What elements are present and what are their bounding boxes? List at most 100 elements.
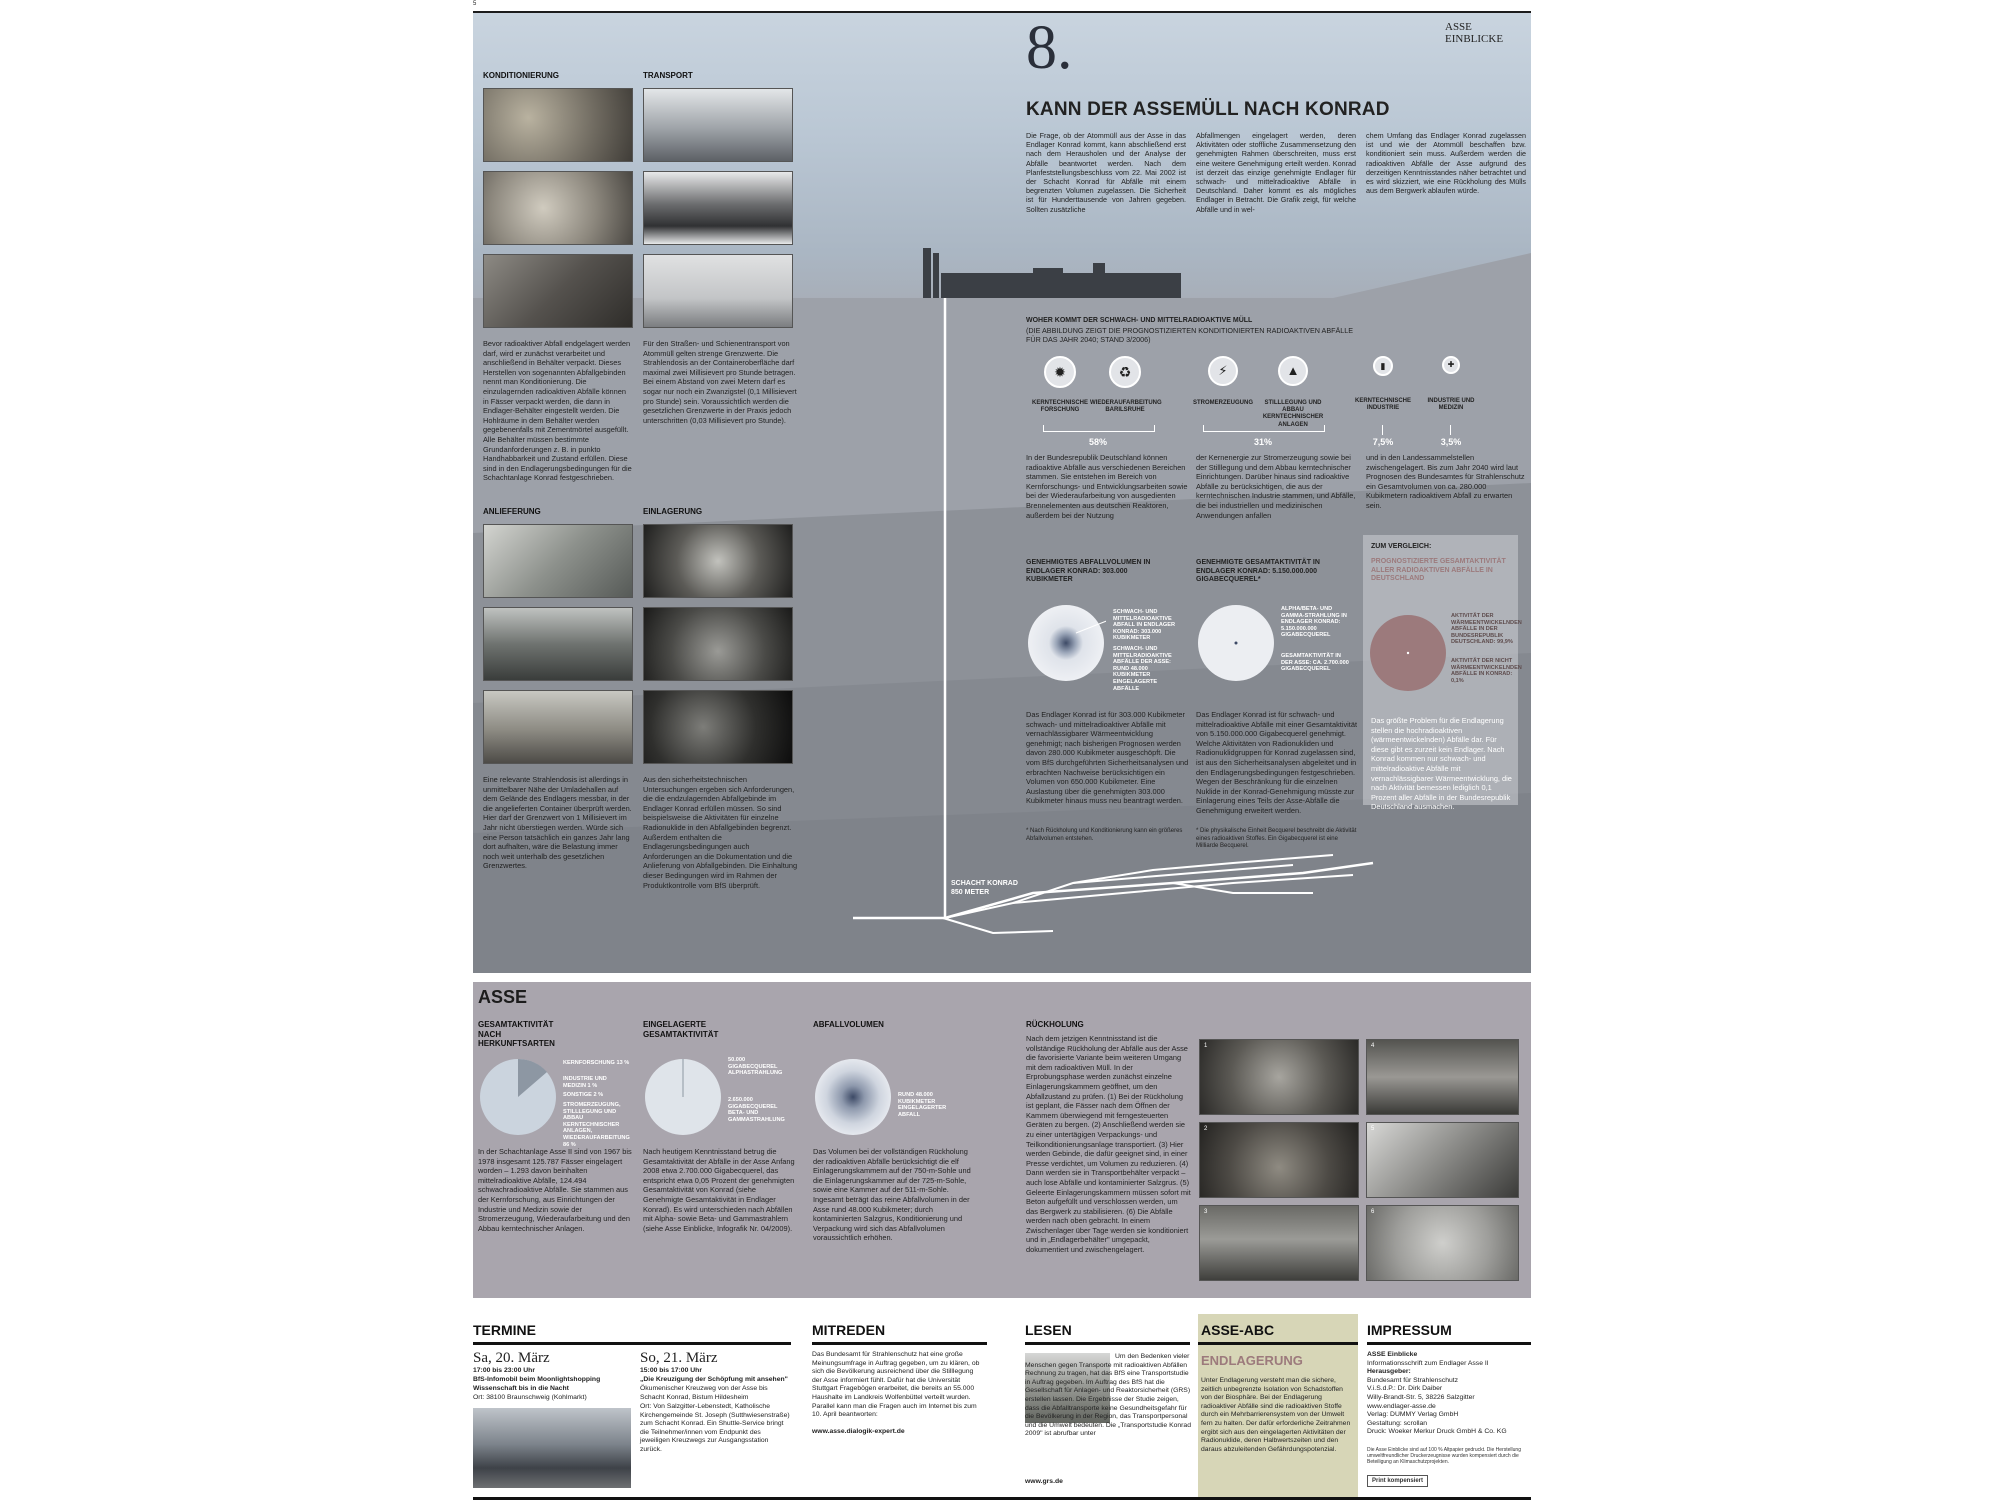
asse-title: ASSE <box>478 987 528 1007</box>
print-compensated-label: Print kompensiert <box>1372 1478 1424 1484</box>
photo-infomobil <box>473 1408 631 1488</box>
photo-number-2: 2 <box>1204 1126 1208 1132</box>
category-6: ✚ INDUSTRIE UND MEDIZIN <box>1421 356 1481 412</box>
activity-footnote: * Die physikalische Einheit Becquerel be… <box>1196 828 1357 849</box>
text-transport: Für den Straßen- und Schienentransport v… <box>643 339 797 425</box>
category-3-label: STROMERZEUGUNG <box>1193 400 1253 406</box>
impressum-note: Die Asse Einblicke sind auf 100 % Altpap… <box>1367 1447 1521 1466</box>
intro-col-3: chem Umfang das Endlager Konrad zugelass… <box>1366 131 1526 196</box>
asse-c1-title: GESAMTAKTIVITÄT NACH HERKUNFTSARTEN <box>478 1020 555 1048</box>
impressum-line-2: Informationsschrift zum Endlager Asse II <box>1367 1359 1489 1367</box>
medicine-icon: ✚ <box>1442 356 1460 374</box>
termine-event-1: BfS-Infomobil beim Moonlightshopping <box>473 1376 601 1383</box>
asse-c3-circle <box>815 1059 891 1135</box>
category-6-label: INDUSTRIE UND MEDIZIN <box>1427 398 1475 412</box>
asse-c1-pie <box>480 1058 556 1135</box>
industry-icon: ▮ <box>1373 356 1393 376</box>
photo-barrels-1 <box>483 88 633 162</box>
asse-c1-label-2: INDUSTRIE UND MEDIZIN 1 % <box>563 1076 607 1089</box>
activity-title: GENEHMIGTE GESAMTAKTIVITÄT IN ENDLAGER K… <box>1196 559 1320 583</box>
intro-col-2: Abfallmengen eingelagert werden, deren A… <box>1196 131 1356 214</box>
asse-c2-label-2: 2.650.000 GIGABECQUEREL BETA- UND GAMMAS… <box>728 1097 785 1123</box>
power-plant-icon: ⚡ <box>1208 356 1238 386</box>
bottom-rule <box>473 1497 1531 1500</box>
asse-c3-text: Das Volumen bei der vollständigen Rückho… <box>813 1147 971 1243</box>
mitreden-rule <box>812 1342 987 1345</box>
konrad-infographic: 8. ASSE EINBLICKE KANN DER ASSEMÜLL NACH… <box>473 13 1531 973</box>
volume-label-1: SCHWACH- UND MITTELRADIOAKTIVE ABFALL IN… <box>1113 609 1176 642</box>
photo-unloading-hall <box>483 607 633 681</box>
photo-barrels-3 <box>483 254 633 328</box>
herkunft-text-3: und in den Landessammelstellen zwischeng… <box>1366 453 1525 510</box>
termine-date-2: So, 21. März <box>640 1350 718 1366</box>
lesen-link[interactable]: www.grs.de <box>1025 1478 1063 1485</box>
comparison-circle <box>1370 615 1446 691</box>
category-5-label: KERNTECHNISCHE INDUSTRIE <box>1354 398 1411 412</box>
termine-date-1: Sa, 20. März <box>473 1350 550 1366</box>
lesen-text: Um den Bedenken vieler Menschen gegen Tr… <box>1025 1353 1191 1438</box>
print-compensated-logo: Print kompensiert <box>1367 1475 1429 1487</box>
volume-circle <box>1028 605 1106 681</box>
mitreden-text: Das Bundesamt für Strahlenschutz hat ein… <box>812 1351 980 1419</box>
activity-text: Das Endlager Konrad ist für schwach- und… <box>1196 710 1358 815</box>
termine-ort-2: Ort: Von Salzgitter-Lebenstedt, Katholis… <box>640 1403 790 1453</box>
asse-c1-text: In der Schachtanlage Asse II sind von 19… <box>478 1147 632 1233</box>
impressum-lines: ASSE Einblicke Informationsschrift zum E… <box>1367 1351 1531 1437</box>
asse-c2-pie <box>645 1059 721 1135</box>
volume-title: GENEHMIGTES ABFALLVOLUMEN IN ENDLAGER KO… <box>1026 559 1151 583</box>
atom-icon: ✹ <box>1044 356 1076 388</box>
termine-rule <box>473 1342 791 1345</box>
comparison-subtitle: PROGNOSTIZIERTE GESAMTAKTIVITÄT ALLER RA… <box>1371 558 1506 582</box>
asse-c3-title: ABFALLVOLUMEN <box>813 1020 884 1029</box>
mitreden-title: MITREDEN <box>812 1322 886 1338</box>
category-1: ✹ KERNTECHNISCHE FORSCHUNG <box>1030 356 1090 414</box>
pct-7-5: 7,5% <box>1372 437 1394 447</box>
label-transport: TRANSPORT <box>643 71 693 80</box>
demolition-icon: ▲ <box>1278 356 1308 386</box>
intro-col-1: Die Frage, ob der Atommüll aus der Asse … <box>1026 131 1186 214</box>
photo-truck-1 <box>643 88 793 162</box>
volume-text: Das Endlager Konrad ist für 303.000 Kubi… <box>1026 710 1189 806</box>
category-4-label: STILLLEGUNG UND ABBAU KERNTECHNISCHER AN… <box>1262 400 1324 428</box>
activity-label-2: GESAMTAKTIVITÄT IN DER ASSE: CA. 2.700.0… <box>1281 653 1349 673</box>
label-einlagerung: EINLAGERUNG <box>643 507 703 516</box>
volume-footnote: * Nach Rückholung und Konditionierung ka… <box>1026 828 1183 842</box>
impressum-line-10: Druck: Woeker Merkur Druck GmbH & Co. KG <box>1367 1428 1507 1436</box>
impressum-line-8: Verlag: DUMMY Verlag GmbH <box>1367 1411 1459 1419</box>
photo-number-3: 3 <box>1204 1209 1208 1215</box>
series-title: ASSE EINBLICKE <box>1445 21 1504 45</box>
top-rule <box>473 11 1531 14</box>
lesen-title: LESEN <box>1025 1322 1072 1338</box>
termine-time-1: 17:00 bis 23:00 Uhr <box>473 1367 535 1374</box>
herkunft-subtitle: (DIE ABBILDUNG ZEIGT DIE PROGNOSTIZIERTE… <box>1026 326 1354 345</box>
termine-event-2: „Die Kreuzigung der Schöpfung mit ansehe… <box>640 1376 788 1383</box>
termine-ort-1: Ort: 38100 Braunschweig (Kohlmarkt) <box>473 1394 587 1401</box>
abc-title: ASSE-ABC <box>1201 1322 1275 1338</box>
pct-3-5: 3,5% <box>1440 437 1462 447</box>
category-2-label: WIEDERAUFARBEITUNG BARILSRUHE <box>1090 400 1162 414</box>
abc-term: ENDLAGERUNG <box>1201 1353 1303 1368</box>
photo-number-5: 5 <box>1371 1126 1375 1132</box>
asse-c2-title: EINGELAGERTE GESAMTAKTIVITÄT <box>643 1020 719 1039</box>
mitreden-link[interactable]: www.asse.dialogik-expert.de <box>812 1428 905 1435</box>
photo-number-1: 1 <box>1204 1043 1208 1049</box>
photo-aerial-site <box>483 524 633 598</box>
termine-sub-1: Wissenschaft bis in die Nacht <box>473 1385 569 1392</box>
photo-transport-study <box>1025 1353 1110 1423</box>
page-number: 5 <box>473 1 477 7</box>
lesen-rule <box>1025 1342 1190 1345</box>
label-konditionierung: KONDITIONIERUNG <box>483 71 559 80</box>
asse-c2-text: Nach heutigem Kenntnisstand betrug die G… <box>643 1147 795 1233</box>
photo-recovery-3: 3 <box>1199 1205 1359 1281</box>
arrow-5 <box>1382 425 1383 435</box>
impressum-line-4: Bundesamt für Strahlenschutz <box>1367 1376 1459 1384</box>
asse-c4-text: Nach dem jetzigen Kenntnisstand ist die … <box>1026 1034 1191 1255</box>
activity-circle <box>1198 605 1274 681</box>
photo-recovery-2: 2 <box>1199 1122 1359 1198</box>
photo-recovery-1: 1 <box>1199 1039 1359 1115</box>
pct-31: 31% <box>1253 437 1272 447</box>
photo-number-6: 6 <box>1371 1209 1375 1215</box>
impressum-rule <box>1367 1342 1531 1345</box>
asse-c1-label-4: STROMERZEUGUNG, STILLLEGUNG UND ABBAU KE… <box>563 1102 630 1148</box>
termine-title: TERMINE <box>473 1322 536 1338</box>
